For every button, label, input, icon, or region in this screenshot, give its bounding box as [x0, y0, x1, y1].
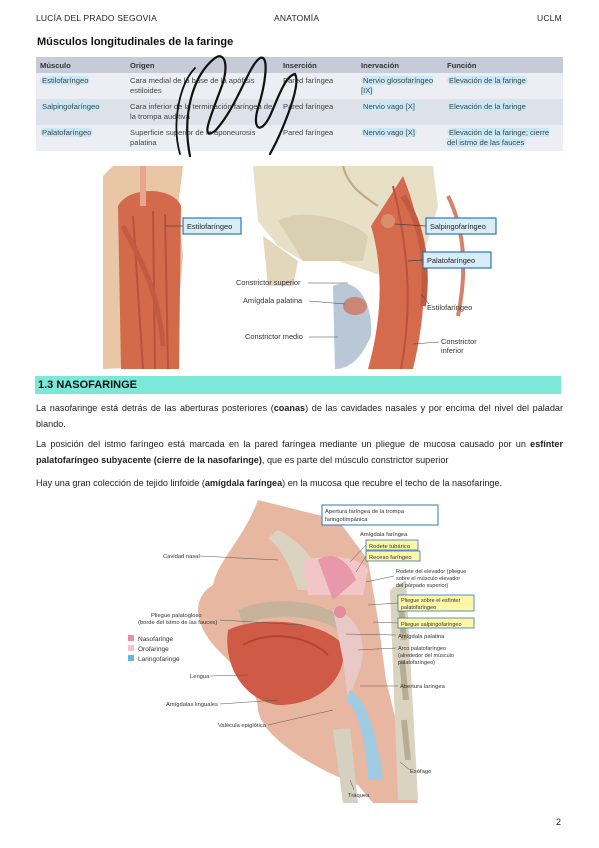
label-rodete-elevador-3: del párpado superior) — [396, 583, 448, 589]
pharynx-muscles-figure: Estilofaríngeo Salpingofaríngeo Palatofa… — [103, 166, 515, 369]
legend-swatch-oro — [128, 645, 134, 651]
legend-swatch-laringo — [128, 655, 134, 661]
label-pliegue-esfinter-2: palatofaríngeo — [401, 605, 436, 611]
col-header-origen: Origen — [126, 57, 279, 73]
label-amigdala-palatina-2: Amígdala palatina — [398, 634, 445, 640]
legend: Nasofaringe Orofaringe Laringofaringe — [128, 635, 180, 663]
table-row: Palatofaríngeo Superficie superior de la… — [36, 125, 563, 151]
label-pliegue-palatogloso-2: (borde del istmo de las fauces) — [138, 620, 217, 626]
label-pliegue-palatogloso-1: Pliegue palatogloso — [151, 613, 202, 619]
label-salpingofaringeo: Salpingofaríngeo — [430, 222, 486, 231]
legend-oro: Orofaringe — [138, 646, 169, 653]
table-header-row: Músculo Origen Inserción Inervación Func… — [36, 57, 563, 73]
legend-naso: Nasofaringe — [138, 636, 173, 643]
label-estilofaringeo-box: Estilofaríngeo — [187, 222, 232, 231]
label-apertura-1: Apertura faríngea de la trompa — [325, 509, 405, 515]
label-estilofaringeo: Estilofaríngeo — [427, 303, 472, 312]
cell-funcion: Elevación de la faringe — [443, 99, 563, 125]
cell-musculo: Estilofaríngeo — [36, 73, 126, 99]
label-cavidad-nasal: Cavidad nasal — [163, 554, 200, 560]
legend-laringo: Laringofaringe — [138, 656, 180, 663]
label-valecula: Valécula epiglótica — [218, 723, 267, 729]
label-pliegue-esfinter-1: Pliegue sobre el esfínter — [401, 598, 460, 604]
label-amigdala-palatina: Amígdala palatina — [243, 296, 303, 305]
label-amigdalas-linguales: Amígdalas linguales — [166, 702, 218, 708]
label-esofago: Esófago — [410, 769, 431, 775]
label-arco-palatofaringeo-2: (alrededor del músculo — [398, 653, 454, 659]
page-number: 2 — [556, 817, 562, 827]
cell-musculo: Palatofaríngeo — [36, 125, 126, 151]
term-coanas: coanas — [273, 403, 306, 413]
label-constrictor-inferior-1: Constrictor — [441, 337, 477, 346]
label-traquea: Tráquea — [348, 793, 370, 799]
box-apertura — [321, 504, 439, 526]
label-pliegue-salpingo: Pliegue salpingofaríngeo — [401, 622, 462, 628]
col-header-insercion: Inserción — [279, 57, 357, 73]
header-university: UCLM — [537, 13, 562, 23]
label-apertura-2: faringotimpánica — [325, 517, 368, 523]
section-title: Músculos longitudinales de la faringe — [37, 36, 234, 48]
table-row: Estilofaríngeo Cara medial de la base de… — [36, 73, 563, 99]
cell-origen: Cara medial de la base de la apófisis es… — [126, 73, 279, 99]
term-amigdala-faringea: amígdala faríngea — [204, 478, 283, 488]
cell-funcion: Elevación de la faringe; cierre del istm… — [443, 125, 563, 151]
term-esfinter: esfínter palatofaríngeo subyacente (cier… — [36, 439, 563, 465]
header-subject: ANATOMÍA — [274, 13, 320, 23]
cell-musculo: Salpingofaríngeo — [36, 99, 126, 125]
cell-origen: Superficie superior de la aponeurosis pa… — [126, 125, 279, 151]
cell-insercion: Pared faríngea — [279, 125, 357, 151]
label-constrictor-medio: Constrictor medio — [245, 332, 303, 341]
paragraph-amigdala: Hay una gran colección de tejido linfoid… — [36, 478, 503, 488]
col-header-inervacion: Inervación — [357, 57, 443, 73]
nasopharynx-sagittal-figure: Nasofaringe Orofaringe Laringofaringe Ap… — [128, 500, 484, 803]
label-arco-palatofaringeo-1: Arco palatofaríngeo — [398, 646, 446, 652]
cell-inervacion: Nervio vago [X] — [357, 99, 443, 125]
header-author: LUCÍA DEL PRADO SEGOVIA — [36, 13, 157, 23]
handwritten-scribble — [175, 55, 298, 158]
cell-origen: Cara inferior de la terminación faríngea… — [126, 99, 279, 125]
label-amigdala-faringea: Amígdala faríngea — [360, 532, 408, 538]
paragraph-istmo: La posición del istmo faríngeo está marc… — [36, 439, 563, 465]
label-receso-faringeo: Receso faríngeo — [369, 555, 412, 561]
label-lengua: Lengua — [190, 674, 210, 680]
section-heading: 1.3 NASOFARINGE — [38, 379, 138, 391]
cell-insercion: Pared faríngea — [279, 73, 357, 99]
legend-swatch-naso — [128, 635, 134, 641]
label-rodete-tubarico: Rodete tubárico — [369, 544, 410, 550]
section-heading-band: 1.3 NASOFARINGE — [35, 376, 561, 394]
label-palatofaringeo: Palatofaríngeo — [427, 256, 475, 265]
label-rodete-elevador-2: sobre el músculo elevador — [396, 576, 460, 582]
col-header-musculo: Músculo — [36, 57, 126, 73]
paragraph-nasofaringe: La nasofaringe está detrás de las abertu… — [36, 403, 563, 429]
col-header-funcion: Función — [443, 57, 563, 73]
cell-inervacion: Nervio glosofaríngeo [IX] — [357, 73, 443, 99]
label-constrictor-inferior-2: inferior — [441, 346, 464, 355]
cell-funcion: Elevación de la faringe — [443, 73, 563, 99]
label-arco-palatofaringeo-3: palatofaríngeo) — [398, 660, 435, 666]
cell-inervacion: Nervio vago [X] — [357, 125, 443, 151]
label-abertura-laringea: Abertura laríngea — [400, 684, 446, 690]
label-constrictor-superior: Constrictor superior — [236, 278, 301, 287]
label-rodete-elevador-1: Rodete del elevador (pliegue — [396, 569, 466, 575]
